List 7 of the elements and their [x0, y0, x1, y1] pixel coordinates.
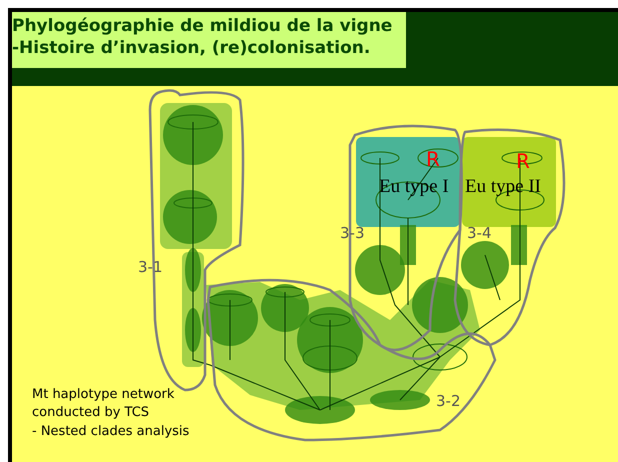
slide-title: Phylogéographie de mildiou de la vigne: [12, 15, 392, 38]
note-text: Mt haplotype network conducted by TCS: [32, 386, 176, 422]
clade-label: 3-4: [467, 223, 492, 244]
clade-label: 3-2: [436, 391, 460, 412]
resistance-mark: R: [426, 146, 440, 173]
note-text: - Nested clades analysis: [32, 423, 190, 441]
subtitle: -Histoire d’invasion, (re)colonisation.: [12, 37, 370, 60]
